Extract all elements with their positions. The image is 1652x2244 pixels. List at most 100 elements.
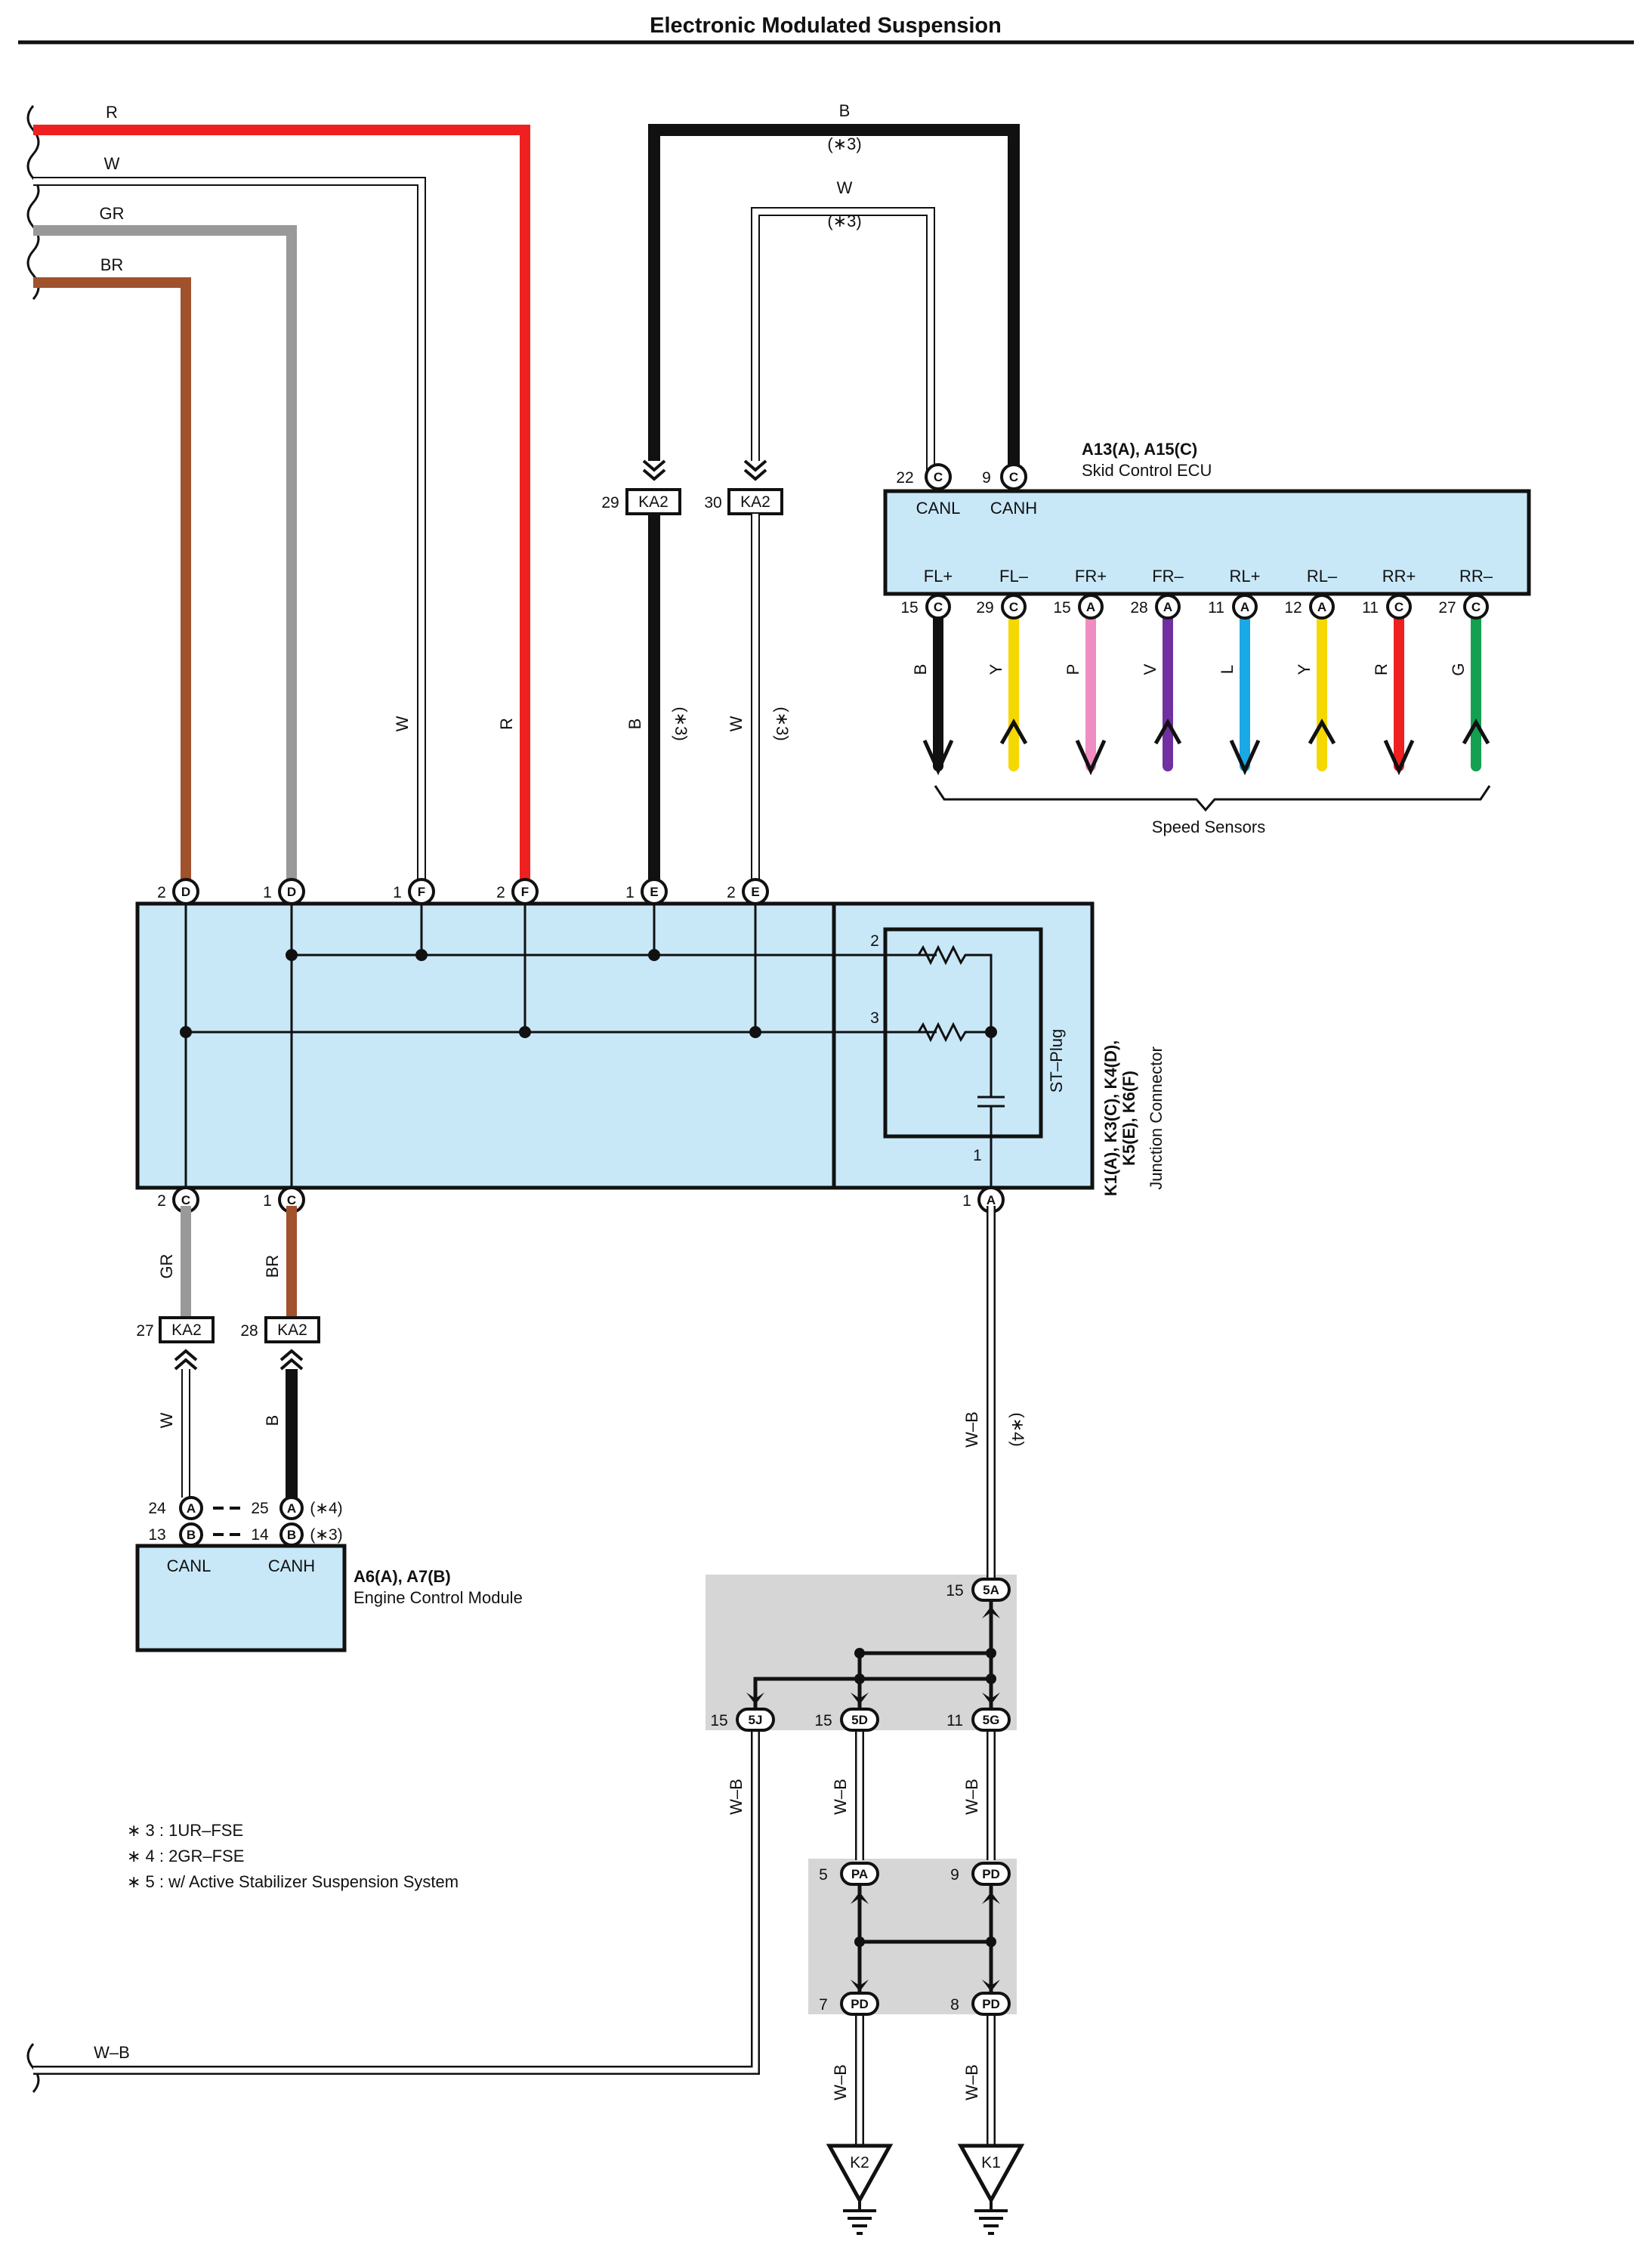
- sensor-pin-label: RL+: [1230, 567, 1261, 586]
- sensor-wire-color: B: [911, 664, 930, 675]
- sensor-pin-number: 11: [1208, 599, 1224, 617]
- splice-connector-pd: PD 7: [819, 1992, 879, 2016]
- sensor-pin-fr-minus: FR– A 28V: [1130, 567, 1184, 771]
- st-plug-label: ST–Plug: [1047, 1029, 1066, 1093]
- ecm-label-canh: CANH: [268, 1556, 315, 1575]
- svg-text:C: C: [287, 1193, 296, 1207]
- skid-ecu-pin-canh: C 9 CANH: [982, 463, 1037, 518]
- svg-text:2: 2: [496, 884, 505, 901]
- sensor-pin-number: 15: [1053, 599, 1070, 617]
- svg-text:C: C: [1009, 470, 1018, 484]
- note-3: ∗ 3 : 1UR–FSE: [127, 1821, 243, 1840]
- svg-text:PD: PD: [851, 1997, 869, 2011]
- skid-ecu-name: Skid Control ECU: [1082, 461, 1212, 480]
- junction-top-pin: E2: [727, 878, 769, 905]
- label-note4-wb: (∗4): [1008, 1412, 1027, 1446]
- svg-text:C: C: [934, 600, 943, 614]
- sensor-pin-number: 28: [1130, 599, 1147, 617]
- label-wire-b-vert: B: [625, 719, 644, 730]
- svg-text:2: 2: [727, 884, 736, 901]
- svg-text:A: A: [1163, 600, 1172, 614]
- label-wire-w-vert2: W: [727, 716, 746, 731]
- junction-connector-box: [135, 901, 1095, 1190]
- label-wire-w: W: [104, 154, 120, 173]
- svg-text:PD: PD: [982, 1867, 1000, 1881]
- svg-text:29: 29: [601, 494, 619, 512]
- svg-text:PD: PD: [982, 1997, 1000, 2011]
- junction-splice-dots: [180, 949, 761, 1038]
- svg-text:K2: K2: [850, 2154, 869, 2171]
- svg-text:5A: 5A: [983, 1583, 999, 1597]
- wire-b-can: [648, 124, 1020, 472]
- svg-text:D: D: [287, 885, 296, 899]
- svg-text:5G: 5G: [983, 1713, 1000, 1727]
- svg-text:1: 1: [263, 884, 272, 901]
- svg-text:8: 8: [950, 1996, 959, 2014]
- svg-text:1: 1: [263, 1192, 272, 1210]
- svg-text:C: C: [181, 1193, 190, 1207]
- label-note3-b-vert: (∗3): [672, 706, 690, 740]
- sensor-wire-color: Y: [987, 663, 1005, 675]
- svg-text:5D: 5D: [851, 1713, 868, 1727]
- junction-bottom-pin: C1: [263, 1186, 305, 1213]
- speed-sensors-label: Speed Sensors: [1152, 818, 1265, 836]
- junction-top-pin: E1: [625, 878, 668, 905]
- svg-text:F: F: [521, 885, 529, 899]
- label-wire-gr-lower: GR: [157, 1254, 176, 1279]
- sensor-pin-label: FL+: [924, 567, 953, 586]
- junction-name: Junction Connector: [1147, 1046, 1166, 1190]
- svg-text:14: 14: [251, 1526, 269, 1544]
- svg-text:A: A: [187, 1501, 196, 1516]
- label-wire-w-vert: W: [393, 716, 412, 731]
- sensor-wire-color: L: [1218, 665, 1237, 674]
- label-wire-wb-5j: W–B: [727, 1779, 746, 1815]
- splice-internal-dots: [854, 1648, 996, 1947]
- svg-text:2: 2: [157, 884, 166, 901]
- svg-text:7: 7: [819, 1996, 828, 2014]
- svg-text:9: 9: [950, 1866, 959, 1884]
- ecm-pins: A 24 A 25 (∗4) B 13 B 14 (∗3): [148, 1496, 343, 1547]
- splice-connector-pd: PD 9: [950, 1862, 1011, 1886]
- wire-gr: [33, 225, 297, 886]
- note-4: ∗ 4 : 2GR–FSE: [127, 1847, 244, 1865]
- svg-text:24: 24: [148, 1500, 166, 1517]
- sensor-pin-label: RR–: [1459, 567, 1493, 586]
- svg-text:CANL: CANL: [916, 499, 961, 518]
- svg-text:KA2: KA2: [277, 1321, 307, 1339]
- sensor-pin-label: FR–: [1152, 567, 1184, 586]
- note-5: ∗ 5 : w/ Active Stabilizer Suspension Sy…: [127, 1872, 459, 1891]
- ka2-connector-30: KA2 30: [704, 459, 783, 515]
- label-wire-wb-k2: W–B: [831, 2064, 850, 2100]
- skid-ecu-pin-canl: C 22 CANL: [896, 463, 961, 518]
- sensor-pin-number: 12: [1284, 599, 1302, 617]
- sensor-pin-number: 11: [1362, 599, 1379, 617]
- svg-text:5: 5: [819, 1866, 828, 1884]
- speed-sensors-brace: [934, 785, 1491, 812]
- wire-br: [33, 277, 191, 886]
- svg-text:A: A: [287, 1501, 296, 1516]
- label-note3-b: (∗3): [827, 134, 861, 153]
- sensor-wire-color: Y: [1295, 663, 1314, 675]
- svg-text:1: 1: [962, 1192, 971, 1210]
- sensor-wire-color: P: [1064, 664, 1082, 675]
- svg-text:C: C: [934, 470, 943, 484]
- skid-ecu-sensor-pins: FL+C15BFL–C29YFR+A15PFR–A28VRL+A11LRL–A1…: [900, 567, 1493, 776]
- junction-bottom-pin: A1: [962, 1186, 1005, 1213]
- svg-text:1: 1: [393, 884, 402, 901]
- svg-text:30: 30: [704, 494, 721, 512]
- ground-k1: K1: [957, 2144, 1025, 2235]
- sensor-wire-color: V: [1141, 663, 1159, 675]
- junction-internal-bus: [184, 904, 937, 1188]
- svg-text:B: B: [187, 1528, 196, 1542]
